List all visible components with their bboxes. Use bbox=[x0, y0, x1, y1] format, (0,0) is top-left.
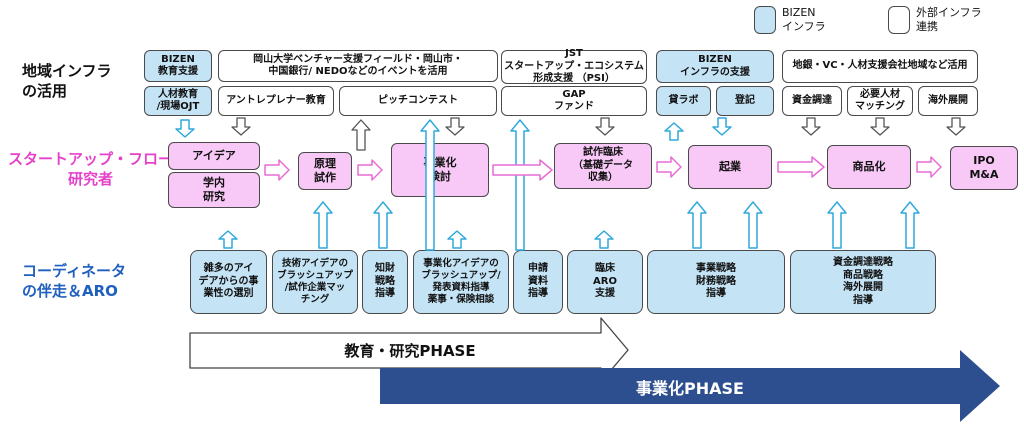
coord-ip-strategy: 知財 戦略 指導 bbox=[362, 250, 408, 314]
coord-funding-product-strategy: 資金調達戦略 商品戦略 海外展開 指導 bbox=[790, 250, 936, 314]
arrow-up-cyan-lab bbox=[664, 122, 684, 141]
pitch-contest-box: ピッチコンテスト bbox=[339, 86, 497, 116]
arrow-up-cyan-c8b bbox=[900, 201, 920, 249]
arrow-right-pink-5 bbox=[777, 156, 825, 178]
arrow-down-cyan-1 bbox=[175, 119, 195, 138]
arrow-up-gray-pitch bbox=[351, 119, 371, 151]
arrow-up-cyan-c4 bbox=[447, 230, 467, 249]
business-phase-label: 事業化PHASE bbox=[636, 379, 744, 398]
education-phase-label: 教育・研究PHASE bbox=[344, 342, 476, 360]
overseas-expansion-box: 海外展開 bbox=[918, 86, 978, 116]
rental-lab-box: 貸ラボ bbox=[656, 86, 711, 116]
coord-clinical-aro: 臨床 ARO 支援 bbox=[567, 250, 643, 314]
arrow-right-pink-2 bbox=[357, 159, 383, 181]
coord-idea-screening: 雑多のアイ デアからの事 業性の選別 bbox=[190, 250, 267, 314]
human-education-ojt: 人材教育 /現場OJT bbox=[144, 86, 212, 116]
arrow-up-cyan-long-1 bbox=[420, 119, 440, 251]
coord-business-finance-strategy: 事業戦略 財務戦略 指導 bbox=[647, 250, 785, 314]
arrow-down-gray-4 bbox=[801, 117, 821, 136]
arrow-down-gray-2 bbox=[445, 117, 465, 136]
arrow-up-cyan-c6 bbox=[594, 230, 614, 249]
flow-startup: 起業 bbox=[688, 145, 772, 189]
arrow-right-pink-4 bbox=[656, 156, 682, 178]
coord-tech-brushup: 技術アイデアの ブラッシュアップ /試作企業マッ チング bbox=[272, 250, 358, 314]
arrow-up-cyan-c7b bbox=[743, 201, 763, 249]
bizen-education-support: BIZEN 教育支援 bbox=[144, 50, 212, 82]
arrow-right-pink-1 bbox=[264, 159, 290, 181]
arrow-right-pink-6 bbox=[916, 156, 942, 178]
arrow-up-cyan-c3 bbox=[373, 201, 393, 249]
flow-productization: 商品化 bbox=[827, 145, 911, 189]
legend-bizen-swatch bbox=[754, 6, 776, 34]
legend-external-swatch bbox=[888, 6, 910, 34]
funding-box: 資金調達 bbox=[782, 86, 842, 116]
arrow-up-cyan-c7a bbox=[687, 201, 707, 249]
business-phase-arrow bbox=[380, 350, 1000, 422]
registration-box: 登記 bbox=[716, 86, 774, 116]
arrow-up-cyan-c2 bbox=[313, 201, 333, 249]
arrow-up-cyan-long-2 bbox=[510, 119, 530, 251]
flow-idea: アイデア bbox=[168, 142, 260, 170]
okayama-events-box: 岡山大学ベンチャー支援フィールド・岡山市・ 中国銀行/ NEDOなどのイベントを… bbox=[218, 50, 498, 82]
arrow-down-gray-6 bbox=[946, 117, 966, 136]
arrow-down-gray-3 bbox=[595, 117, 615, 136]
legend-bizen-label: BIZEN インフラ bbox=[782, 6, 826, 33]
gap-fund-box: GAP ファンド bbox=[501, 86, 647, 116]
flow-prototype: 原理 試作 bbox=[298, 152, 352, 190]
education-phase-arrow bbox=[189, 317, 629, 383]
arrow-down-gray-5 bbox=[870, 117, 890, 136]
arrow-up-cyan-c1 bbox=[218, 230, 238, 249]
arrow-up-cyan-c8a bbox=[827, 201, 847, 249]
entrepreneur-education-box: アントレプレナー教育 bbox=[218, 86, 334, 116]
flow-clinical-prototype: 試作臨床 （基礎データ 収集） bbox=[554, 143, 652, 189]
legend-external-label: 外部インフラ 連携 bbox=[916, 6, 982, 33]
bizen-infra-support: BIZEN インフラの支援 bbox=[656, 50, 774, 83]
coord-business-brushup: 事業化アイデアの ブラッシュアップ/ 発表資料指導 薬事・保険相談 bbox=[413, 250, 509, 314]
flow-campus-research: 学内 研究 bbox=[168, 172, 260, 208]
arrow-down-gray-1 bbox=[231, 117, 251, 136]
flow-ipo-ma: IPO M&A bbox=[950, 146, 1018, 190]
coordinator-label: コーディネータ の伴走＆ARO bbox=[22, 262, 126, 300]
talent-matching-box: 必要人材 マッチング bbox=[847, 86, 913, 116]
arrow-right-pink-3 bbox=[492, 159, 553, 181]
arrow-down-cyan-2 bbox=[712, 117, 732, 136]
startup-flow-label: スタートアップ・フロー 研究者 bbox=[8, 150, 174, 188]
regional-infra-label: 地域インフラ の活用 bbox=[22, 62, 112, 100]
regional-banks-box: 地銀・VC・人材支援会社地域など活用 bbox=[782, 50, 978, 83]
coord-application-docs: 申請 資料 指導 bbox=[513, 250, 563, 314]
jst-psi-box: JST スタートアップ・エコシステム 形成支援 （PSI） bbox=[501, 48, 647, 84]
